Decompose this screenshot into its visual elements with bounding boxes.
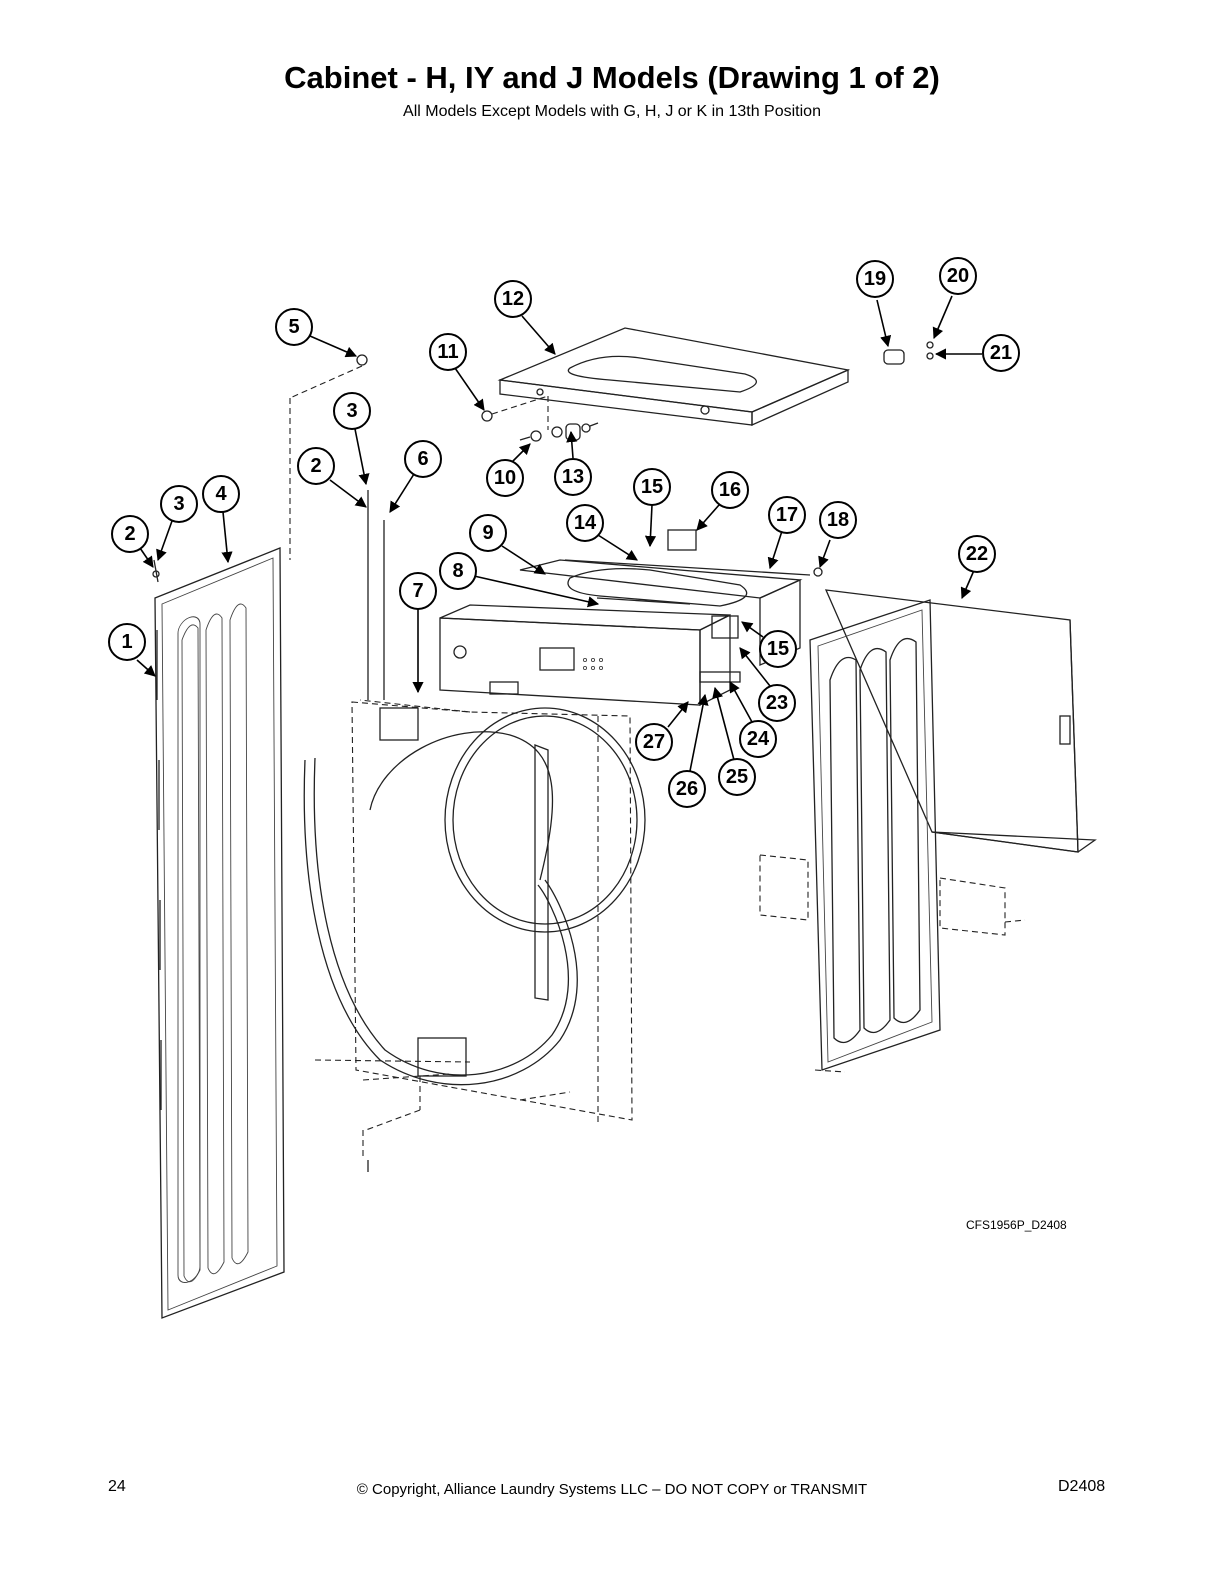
svg-text:10: 10 [494, 467, 516, 489]
callout-27: 27 [635, 723, 673, 761]
svg-text:26: 26 [676, 778, 698, 800]
callout-13: 13 [554, 458, 592, 496]
svg-text:17: 17 [776, 504, 798, 526]
svg-text:3: 3 [346, 400, 357, 422]
svg-text:25: 25 [726, 766, 748, 788]
top-panel [497, 327, 851, 427]
svg-text:15: 15 [641, 476, 663, 498]
front-panel [303, 699, 646, 1172]
svg-text:22: 22 [966, 543, 988, 565]
callout-7: 7 [399, 572, 437, 610]
copyright-notice: © Copyright, Alliance Laundry Systems LL… [356, 1481, 868, 1498]
control-console [439, 604, 731, 707]
leader-lines [136, 295, 982, 772]
svg-text:16: 16 [719, 479, 741, 501]
callout-12: 12 [494, 280, 532, 318]
svg-text:14: 14 [574, 512, 597, 534]
svg-text:5: 5 [288, 316, 299, 338]
callout-3: 3 [160, 485, 198, 523]
callout-9: 9 [469, 514, 507, 552]
callout-1: 1 [108, 623, 146, 661]
svg-text:1: 1 [121, 631, 132, 653]
callout-18: 18 [819, 501, 857, 539]
small-fasteners [152, 341, 934, 700]
svg-text:2: 2 [310, 455, 321, 477]
callout-17: 17 [768, 496, 806, 534]
callout-15-upper: 15 [633, 468, 671, 506]
svg-text:15: 15 [767, 638, 789, 660]
page-subtitle: All Models Except Models with G, H, J or… [403, 103, 821, 120]
svg-text:12: 12 [502, 288, 524, 310]
svg-text:21: 21 [990, 342, 1012, 364]
svg-text:24: 24 [747, 728, 770, 750]
callout-8: 8 [439, 552, 477, 590]
svg-text:8: 8 [452, 560, 463, 582]
callout-2-upper: 2 [297, 447, 335, 485]
callout-14: 14 [566, 504, 604, 542]
svg-text:20: 20 [947, 265, 969, 287]
callout-6: 6 [404, 440, 442, 478]
page-number: 24 [108, 1478, 126, 1495]
svg-text:3: 3 [173, 493, 184, 515]
left-side-panel [154, 547, 285, 1319]
drawing-code: CFS1956P_D2408 [966, 1218, 1067, 1232]
callout-10: 10 [486, 459, 524, 497]
callout-3-upper: 3 [333, 392, 371, 430]
callout-24: 24 [739, 720, 777, 758]
svg-text:2: 2 [124, 523, 135, 545]
svg-text:23: 23 [766, 692, 788, 714]
svg-text:4: 4 [215, 483, 227, 505]
svg-text:6: 6 [417, 448, 428, 470]
callouts: 1 2 3 4 2 3 5 6 7 8 9 10 11 12 13 14 15 … [108, 257, 1020, 808]
callout-19: 19 [856, 260, 894, 298]
svg-text:27: 27 [643, 731, 665, 753]
callout-4: 4 [202, 475, 240, 513]
callout-26: 26 [668, 770, 706, 808]
callout-5: 5 [275, 308, 313, 346]
rear-panel [824, 589, 1097, 853]
svg-text:18: 18 [827, 509, 849, 531]
callout-16: 16 [711, 471, 749, 509]
svg-text:9: 9 [482, 522, 493, 544]
callout-23: 23 [758, 684, 796, 722]
svg-text:7: 7 [412, 580, 423, 602]
callout-25: 25 [718, 758, 756, 796]
page-title: Cabinet - H, IY and J Models (Drawing 1 … [284, 60, 940, 95]
callout-15-lower: 15 [759, 630, 797, 668]
callout-2: 2 [111, 515, 149, 553]
svg-text:19: 19 [864, 268, 886, 290]
svg-text:13: 13 [562, 466, 584, 488]
callout-11: 11 [429, 333, 467, 371]
document-code: D2408 [1058, 1478, 1106, 1495]
callout-21: 21 [982, 334, 1020, 372]
callout-20: 20 [939, 257, 977, 295]
svg-text:11: 11 [437, 341, 458, 363]
right-side-panel [759, 599, 1026, 1073]
control-chassis [519, 529, 811, 683]
callout-22: 22 [958, 535, 996, 573]
